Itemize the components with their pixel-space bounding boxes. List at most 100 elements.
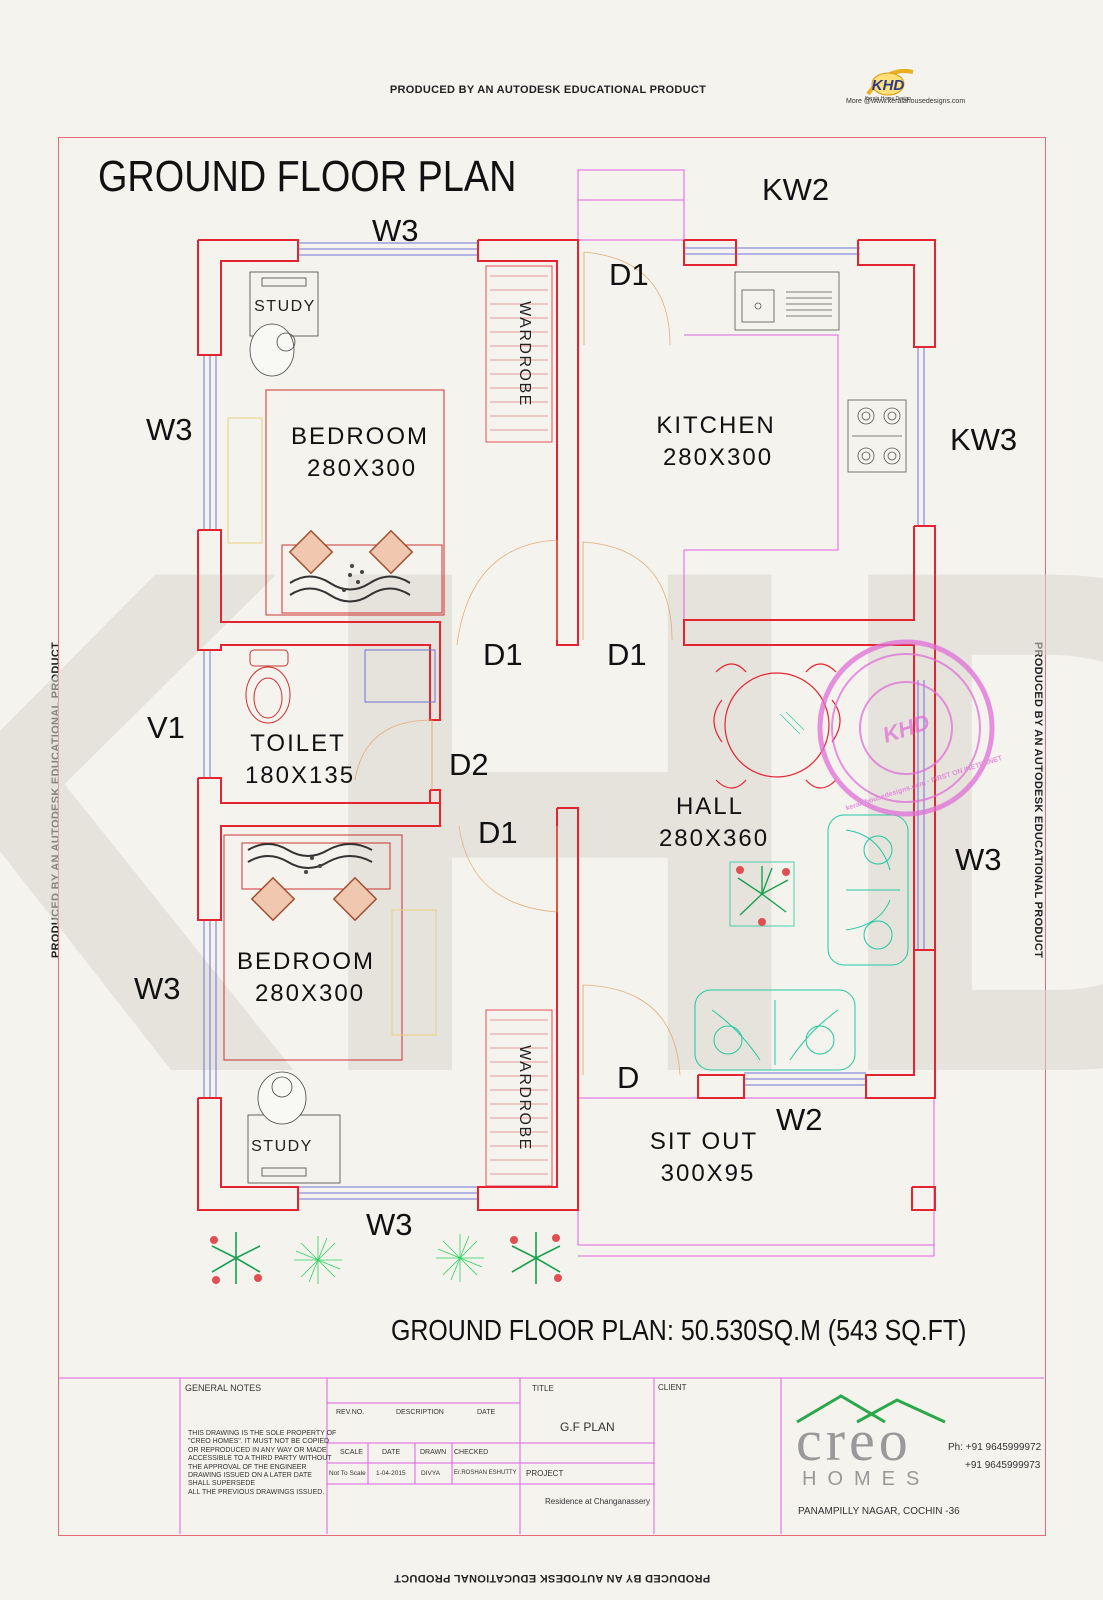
study-label-lower: STUDY — [251, 1138, 313, 1155]
project-value: Residence at Changanassery — [545, 1497, 650, 1506]
title-value: G.F PLAN — [560, 1420, 615, 1434]
mark-d: D — [617, 1060, 639, 1095]
phone-1: Ph: +91 9645999972 — [948, 1442, 1042, 1453]
mark-w3-right: W3 — [955, 842, 1002, 877]
room-name-sitout: SIT OUT — [650, 1128, 758, 1155]
room-size-hall: 280X360 — [659, 825, 769, 852]
room-name-bedroom-lower: BEDROOM — [237, 948, 375, 975]
room-name-bedroom-upper: BEDROOM — [291, 423, 429, 450]
general-notes-label: GENERAL NOTES — [185, 1383, 262, 1393]
room-labels: BEDROOM 280X300 KITCHEN 280X300 TOILET 1… — [237, 412, 775, 1187]
kitchen-hob — [847, 399, 907, 473]
mark-d1-kitchen: D1 — [609, 257, 649, 292]
checked-header: CHECKED — [454, 1449, 489, 1456]
opening-marks: W3 W3 W3 W3 W3 W2 KW2 KW3 V1 D1 D1 D1 D1… — [134, 172, 1017, 1242]
pillows-upper — [288, 529, 414, 603]
area-value: : 50.530SQ.M (543 SQ.FT) — [667, 1315, 967, 1347]
room-name-kitchen: KITCHEN — [656, 412, 775, 439]
note-line: THIS DRAWING IS THE SOLE PROPERTY OF — [188, 1430, 337, 1437]
creo-logo-roof-icon — [796, 1394, 946, 1424]
note-line: OR REPRODUCED IN ANY WAY OR MADE — [188, 1446, 327, 1454]
kitchen-sink — [734, 271, 840, 331]
title-label: TITLE — [532, 1384, 554, 1393]
checked-value: Er.ROSHAN ESHUTTY — [454, 1470, 517, 1476]
creo-company-name: creo — [796, 1408, 912, 1473]
date-value: 1-04-2015 — [376, 1470, 406, 1477]
phone-2: +91 9645999973 — [965, 1460, 1041, 1471]
note-line: DRAWING ISSUED ON A LATER DATE — [188, 1472, 312, 1480]
note-line: THE APPROVAL OF THE ENGINEER — [188, 1463, 307, 1471]
client-label: CLIENT — [658, 1383, 687, 1392]
plan-title: GROUND FLOOR PLAN — [98, 152, 517, 201]
door-leaves — [431, 252, 585, 1075]
room-name-hall: HALL — [676, 793, 744, 820]
dining-table — [713, 663, 841, 789]
pillows-lower — [247, 843, 378, 922]
khd-logo-text: KHD — [872, 77, 905, 94]
center-plant — [729, 861, 795, 927]
khd-logo: KHD Kerala Home Design — [858, 64, 948, 110]
table-glass — [779, 711, 805, 735]
mark-w3-left-upper: W3 — [146, 412, 193, 447]
description-header: DESCRIPTION — [396, 1409, 444, 1416]
company-address: PANAMPILLY NAGAR, COCHIN -36 — [798, 1506, 960, 1517]
study-label-upper: STUDY — [254, 298, 316, 315]
note-line: "CREO HOMES". IT MUST NOT BE COPIED — [188, 1438, 330, 1446]
room-size-sitout: 300X95 — [661, 1160, 756, 1187]
mark-kw3: KW3 — [950, 422, 1017, 457]
note-line: SHALL SUPERSEDE — [188, 1480, 256, 1488]
fixture-labels: STUDY STUDY WARDROBE WARDROBE — [251, 298, 533, 1155]
mark-w3-left-lower: W3 — [134, 971, 181, 1006]
project-label: PROJECT — [526, 1469, 564, 1478]
general-notes: THIS DRAWING IS THE SOLE PROPERTY OF "CR… — [188, 1430, 336, 1497]
mark-w3-bottom: W3 — [366, 1207, 413, 1242]
scale-header: SCALE — [340, 1449, 363, 1456]
rev-no-header: REV.NO. — [336, 1409, 365, 1416]
note-line: ACCESSIBLE TO A THIRD PARTY WITHOUT — [188, 1455, 332, 1463]
room-size-bedroom-upper: 280X300 — [307, 455, 417, 482]
wardrobe-upper — [485, 265, 553, 443]
mark-w3-top: W3 — [372, 213, 419, 248]
room-size-bedroom-lower: 280X300 — [255, 980, 365, 1007]
scale-value: Not To Scale — [329, 1470, 366, 1477]
wardrobe-lower — [485, 1009, 553, 1187]
garden-plants — [210, 1232, 562, 1284]
drawn-header: DRAWN — [420, 1449, 447, 1456]
khd-logo-sub: Kerala Home Design — [865, 96, 911, 102]
mark-d1-hall: D1 — [607, 637, 647, 672]
sofa-bottom — [694, 989, 856, 1071]
study-desk-upper — [249, 271, 319, 377]
edu-notice-top: PRODUCED BY AN AUTODESK EDUCATIONAL PROD… — [389, 84, 707, 96]
room-name-toilet: TOILET — [250, 730, 346, 757]
wardrobe-label-lower: WARDROBE — [516, 1045, 533, 1151]
mark-kw2: KW2 — [762, 172, 829, 207]
khd-url: More @www.keralahousedesigns.com — [846, 98, 966, 105]
creo-company-sub: HOMES — [802, 1468, 931, 1490]
wc — [245, 649, 436, 724]
drawn-value: DIVYA — [421, 1470, 441, 1477]
walls — [197, 239, 936, 1211]
room-size-kitchen: 280X300 — [663, 444, 773, 471]
drawing-frame — [58, 137, 1046, 1536]
date-info-header: DATE — [382, 1449, 401, 1456]
door-swings — [354, 251, 681, 1076]
note-line: ALL THE PREVIOUS DRAWINGS ISSUED. — [188, 1488, 325, 1496]
mark-d2: D2 — [449, 747, 489, 782]
mark-w2: W2 — [776, 1102, 823, 1137]
khd-logo-mark: KHD Kerala Home Design — [865, 69, 914, 102]
mark-d1-bedroom-lower: D1 — [478, 815, 518, 850]
bed-upper — [227, 389, 445, 616]
mark-d1-bedroom-upper: D1 — [483, 637, 523, 672]
bed-lower — [223, 834, 437, 1061]
study-desk-lower — [247, 1071, 341, 1184]
watermark: KHD — [0, 418, 1103, 1223]
mark-v1: V1 — [147, 710, 185, 745]
wardrobe-label-upper: WARDROBE — [516, 301, 533, 407]
area-label: GROUND FLOOR PLAN — [391, 1315, 667, 1347]
date-header: DATE — [477, 1409, 496, 1416]
windows — [203, 242, 925, 1200]
sofa-side — [827, 814, 909, 966]
room-size-toilet: 180X135 — [245, 762, 355, 789]
